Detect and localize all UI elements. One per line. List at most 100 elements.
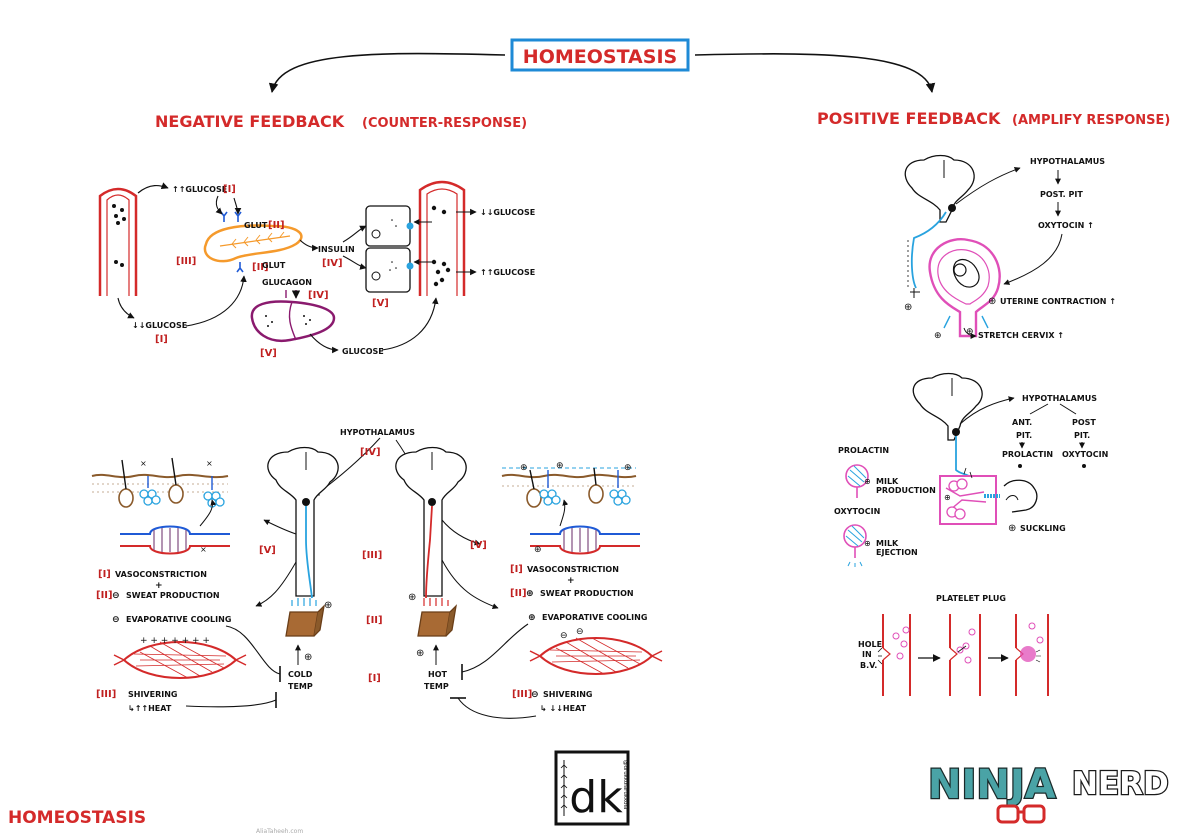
lactation-hypothalamus: HYPOTHALAMUS xyxy=(1022,394,1097,403)
hot-evap: EVAPORATIVE COOLING xyxy=(542,613,647,622)
pancreas xyxy=(203,224,303,263)
skin-block-hot: ⊕ xyxy=(408,592,457,637)
cold-stimulus-line2: TEMP xyxy=(288,682,313,691)
pancreas-step: [III] xyxy=(176,256,196,267)
vessel-panel-2 xyxy=(949,614,981,696)
glut-upper-step: [II] xyxy=(268,220,285,231)
glut-receptor-icon xyxy=(236,262,244,273)
svg-text:×: × xyxy=(206,459,213,468)
milk-production-line2: PRODUCTION xyxy=(876,486,936,495)
hot-sweat-sign: ⊕ xyxy=(526,589,534,599)
labor-uterine: UTERINE CONTRACTION ↑ xyxy=(1000,297,1116,306)
cold-shiver: SHIVERING xyxy=(128,690,178,699)
hot-vasoconstriction-step: [I] xyxy=(510,564,523,575)
glucagon-label: GLUCAGON xyxy=(262,278,312,287)
hole-line3: B.V. xyxy=(860,661,877,670)
labor-oxytocin: OXYTOCIN ↑ xyxy=(1038,221,1094,230)
oxytocin-title: OXYTOCIN xyxy=(834,507,880,516)
hot-vessel-step: [V] xyxy=(470,540,487,551)
title-right-arrow xyxy=(694,53,936,93)
labor-stretch: STRETCH CERVIX ↑ xyxy=(978,331,1064,340)
milk-production-line1: MILK xyxy=(876,477,899,486)
labor-post-pit: POST. PIT xyxy=(1040,190,1083,199)
muscle-hot: ⊖ ⊖ xyxy=(529,627,663,675)
suckling-plus-icon: ⊕ xyxy=(1008,523,1016,534)
platelet-title: PLATELET PLUG xyxy=(936,594,1006,603)
high-glucose-label: ↑↑GLUCOSE xyxy=(172,185,227,194)
logo-dk-text: dk xyxy=(569,772,623,823)
liver-step: [V] xyxy=(260,348,277,359)
brand-nerd: NERD xyxy=(1072,766,1169,802)
milk-ejection-plus-icon: ⊕ xyxy=(864,539,871,548)
svg-text:⊖: ⊖ xyxy=(576,627,584,637)
skin-cold: × × xyxy=(91,457,229,508)
glut-lower-label: GLUT xyxy=(262,261,286,270)
title-left-arrow xyxy=(268,52,506,93)
svg-text:⊕: ⊕ xyxy=(944,493,951,502)
footer-credit: AliaTaheeh.com xyxy=(256,828,303,835)
ninja-nerd-logo: NINJA NERD xyxy=(927,761,1170,824)
title-box: HOMEOSTASIS xyxy=(510,38,690,72)
low-glucose-label: ↓↓GLUCOSE xyxy=(132,321,187,330)
glut-upper-label: GLUT xyxy=(244,221,268,230)
cold-vessel-step: [V] xyxy=(259,545,276,556)
brain-lactation xyxy=(912,372,983,479)
breast-and-infant: ⊕ xyxy=(939,467,1038,525)
hypothalamus-label: HYPOTHALAMUS xyxy=(340,428,415,437)
center-step-4: [IV] xyxy=(360,447,381,458)
hot-stimulus-line1: HOT xyxy=(428,670,447,679)
positive-feedback-subheading: (AMPLIFY RESPONSE) xyxy=(1012,113,1170,128)
vessel-panel-3 xyxy=(1015,614,1049,696)
center-step-1: [I] xyxy=(368,673,381,684)
insulin-step: [IV] xyxy=(322,258,343,269)
low-glucose-step: [I] xyxy=(155,334,168,345)
target-cells xyxy=(365,205,414,293)
svg-text:⊖: ⊖ xyxy=(560,631,568,641)
page-title: HOMEOSTASIS xyxy=(523,46,677,68)
hot-stimulus-line2: TEMP xyxy=(424,682,449,691)
glucose-label: GLUCOSE xyxy=(342,347,384,356)
lactation-feedback: HYPOTHALAMUS ANT. PIT. PROLACTIN POST PI… xyxy=(834,372,1108,567)
svg-text:×: × xyxy=(140,459,147,468)
vessel-panel-1 xyxy=(882,614,911,696)
svg-text:⊕: ⊕ xyxy=(534,545,542,555)
brand-ninja: NINJA xyxy=(928,762,1056,808)
vessels-cold: × xyxy=(120,499,230,555)
footer-title: HOMEOSTASIS xyxy=(8,808,146,828)
brain-labor: ⊕ xyxy=(904,154,975,313)
hot-shiver-sign: ⊖ xyxy=(531,690,539,700)
uterine-plus-icon: ⊕ xyxy=(988,296,996,307)
cells-step: [V] xyxy=(372,298,389,309)
ant-pit-line2: PIT. xyxy=(1016,431,1032,440)
svg-text:+ + + + + + +: + + + + + + + xyxy=(140,636,210,646)
cold-side: × × × [I] VASOCONSTRICTION + [II] ⊖ SWEA… xyxy=(91,446,339,713)
milk-ejection-line1: MILK xyxy=(876,539,899,548)
center-step-2: [II] xyxy=(366,615,383,626)
brain-cold xyxy=(255,446,339,607)
svg-text:⊕: ⊕ xyxy=(904,302,912,313)
prolactin-title: PROLACTIN xyxy=(838,446,889,455)
svg-text:⊕: ⊕ xyxy=(624,463,632,473)
cold-sweat-step: [II] xyxy=(96,590,113,601)
svg-text:⊕: ⊕ xyxy=(416,648,424,659)
vessels-hot: ⊕ xyxy=(530,499,640,555)
glucose-regulation: ↑↑GLUCOSE [I] [III] GLUT [II] [II] GLUT … xyxy=(98,180,535,359)
glut-lower-step: [II] xyxy=(252,262,269,273)
cold-sweat-sign: ⊖ xyxy=(112,591,120,601)
glucagon-step: [IV] xyxy=(308,290,329,301)
muscle-cold: + + + + + + + xyxy=(113,636,247,679)
hot-shiver-step: [III] xyxy=(512,689,532,700)
cold-sweat: SWEAT PRODUCTION xyxy=(126,591,220,600)
labor-hypothalamus: HYPOTHALAMUS xyxy=(1030,157,1105,166)
hot-side: ⊕ HOT TEMP ⊕ [V] ⊕ ⊕ ⊕ xyxy=(395,446,663,719)
skin-hot: ⊕ ⊕ ⊕ xyxy=(501,461,637,508)
svg-text:⊕: ⊕ xyxy=(408,592,416,603)
hot-sweat: SWEAT PRODUCTION xyxy=(540,589,634,598)
svg-text:×: × xyxy=(200,545,207,554)
alveolus-prolactin xyxy=(845,464,869,498)
glasses-icon xyxy=(996,804,1046,824)
cell-high-glucose: ↑↑GLUCOSE xyxy=(480,268,535,277)
hot-vasoconstriction: VASOCONSTRICTION xyxy=(527,565,619,574)
svg-text:⊕: ⊕ xyxy=(324,600,332,611)
